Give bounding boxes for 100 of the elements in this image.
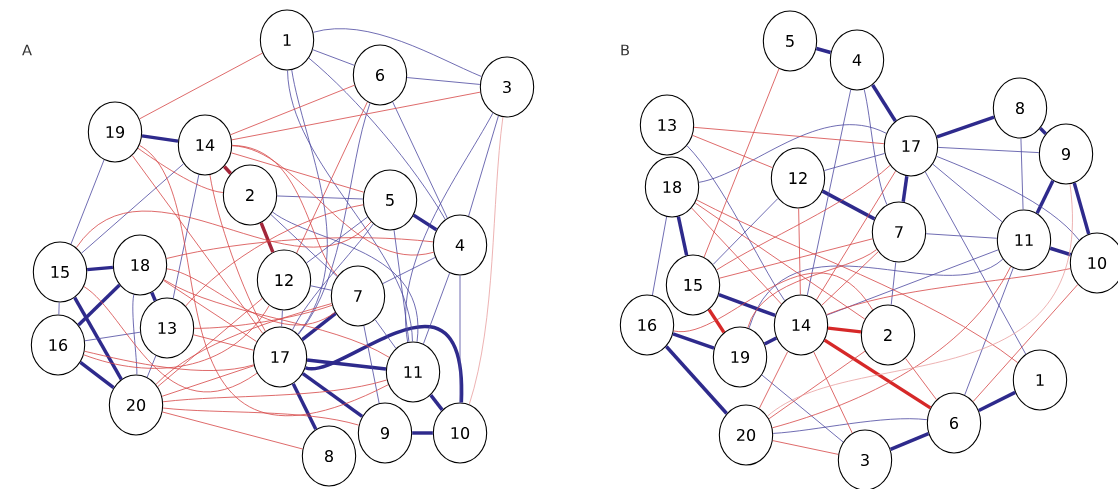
network-edge bbox=[901, 175, 909, 203]
network-edge bbox=[761, 374, 844, 443]
network-node: 10 bbox=[1069, 232, 1118, 294]
network-edge bbox=[209, 174, 266, 332]
network-edge bbox=[166, 237, 434, 259]
network-edge bbox=[287, 70, 413, 342]
network-edge bbox=[73, 296, 123, 381]
network-edge bbox=[79, 360, 115, 390]
network-node: 1 bbox=[259, 9, 315, 71]
network-edge bbox=[139, 52, 263, 120]
network-edge bbox=[932, 163, 1003, 223]
network-edge bbox=[821, 251, 879, 306]
network-edge bbox=[58, 302, 60, 315]
network-edge bbox=[193, 304, 333, 329]
network-edge bbox=[185, 204, 364, 307]
network-edge bbox=[763, 336, 778, 346]
network-edge bbox=[827, 326, 862, 334]
network-node: 17 bbox=[252, 326, 308, 388]
network-node: 15 bbox=[32, 241, 88, 303]
network-node: 2 bbox=[860, 304, 916, 366]
network-edge bbox=[382, 257, 436, 284]
network-edge bbox=[816, 170, 896, 301]
network-edge bbox=[652, 216, 667, 296]
network-edge bbox=[137, 147, 224, 193]
network-edge bbox=[806, 89, 852, 296]
network-edge bbox=[718, 292, 776, 318]
network-edge bbox=[306, 358, 387, 371]
network-edge bbox=[1039, 127, 1047, 135]
network-edge bbox=[172, 174, 200, 299]
network-node: 8 bbox=[992, 77, 1048, 139]
network-edge bbox=[305, 325, 464, 403]
network-edge bbox=[193, 334, 254, 351]
network-edge bbox=[363, 325, 380, 404]
network-edge bbox=[423, 272, 450, 345]
network-edge bbox=[964, 267, 1014, 396]
network-node: 6 bbox=[926, 392, 982, 454]
network-node: 17 bbox=[883, 115, 939, 177]
network-edge bbox=[231, 91, 481, 141]
network-edge bbox=[798, 208, 801, 295]
network-node: 13 bbox=[139, 297, 195, 359]
network-edge bbox=[276, 195, 364, 200]
network-node: 1 bbox=[1012, 349, 1068, 411]
network-edge bbox=[813, 351, 853, 434]
network-edge bbox=[296, 101, 368, 254]
network-edge bbox=[676, 216, 689, 256]
network-edge bbox=[772, 418, 928, 434]
network-edge bbox=[429, 394, 444, 411]
network-edge bbox=[86, 265, 114, 272]
network-node: 7 bbox=[330, 265, 386, 327]
network-node: 20 bbox=[108, 374, 164, 436]
network-edge bbox=[392, 101, 448, 219]
network-node: 19 bbox=[87, 101, 143, 163]
network-edge bbox=[890, 261, 897, 306]
network-edge bbox=[230, 84, 355, 136]
network-edge bbox=[231, 145, 434, 256]
network-edge bbox=[230, 152, 365, 193]
network-edge bbox=[768, 350, 866, 420]
network-edge bbox=[146, 355, 157, 378]
network-node: 9 bbox=[1038, 123, 1094, 185]
network-edge bbox=[694, 202, 866, 320]
network-edge bbox=[163, 280, 257, 342]
network-node: 14 bbox=[177, 114, 233, 176]
network-node: 14 bbox=[773, 294, 829, 356]
network-edge bbox=[924, 171, 1027, 355]
network-edge bbox=[937, 147, 1040, 153]
network-edge bbox=[77, 283, 121, 327]
network-edge bbox=[131, 155, 264, 334]
network-edge bbox=[139, 144, 389, 417]
network-edge bbox=[163, 279, 390, 358]
network-edge bbox=[1049, 246, 1072, 257]
network-edge bbox=[223, 165, 232, 175]
network-edge bbox=[815, 46, 832, 55]
network-edge bbox=[826, 249, 999, 316]
network-edge bbox=[312, 28, 482, 77]
network-node: 10 bbox=[432, 402, 488, 464]
network-edge bbox=[1020, 138, 1024, 210]
network-edge bbox=[155, 303, 333, 385]
network-edge bbox=[291, 69, 328, 335]
network-edge bbox=[698, 124, 887, 183]
network-edge bbox=[150, 291, 157, 302]
network-node: 16 bbox=[30, 314, 86, 376]
network-node: 6 bbox=[352, 44, 408, 106]
network-edge bbox=[132, 294, 138, 375]
network-edge bbox=[1072, 182, 1091, 235]
network-node: 18 bbox=[644, 156, 700, 218]
network-edge bbox=[871, 84, 897, 122]
network-edge bbox=[767, 183, 1073, 417]
network-edge bbox=[161, 365, 255, 397]
network-edge bbox=[162, 379, 388, 403]
network-edge bbox=[141, 134, 179, 143]
network-node: 15 bbox=[665, 254, 721, 316]
network-edge bbox=[468, 116, 504, 405]
network-edge bbox=[686, 145, 786, 301]
network-edge bbox=[692, 134, 773, 169]
network-edge bbox=[936, 155, 1080, 241]
network-edge bbox=[972, 284, 1079, 402]
network-node: 19 bbox=[712, 326, 768, 388]
network-edge bbox=[84, 350, 255, 371]
network-edge bbox=[925, 233, 998, 239]
network-edge bbox=[312, 49, 355, 66]
